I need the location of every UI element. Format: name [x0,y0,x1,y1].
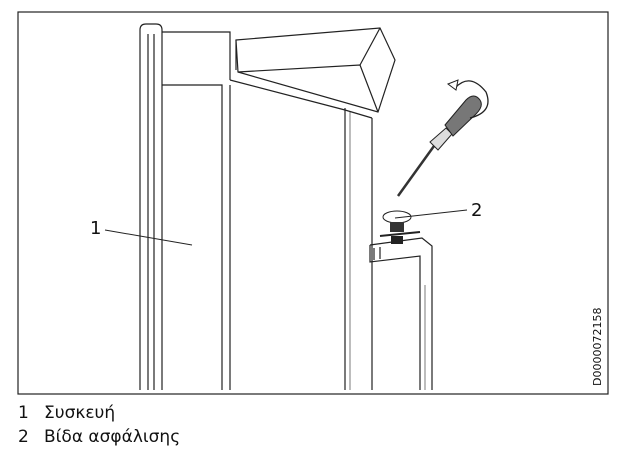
legend-item: 1 Συσκευή [18,403,115,423]
figure-frame [17,11,609,395]
callout-2-leader [394,209,468,219]
legend-label: Βίδα ασφάλισης [44,427,181,447]
appliance-drawing [139,23,433,390]
callout-1-leader [104,229,193,246]
legend-item: 2 Βίδα ασφάλισης [18,427,180,447]
legend-number: 2 [18,427,29,447]
legend-label: Συσκευή [44,403,116,423]
screwdriver-icon [396,79,489,197]
callout-2: 2 [471,200,482,221]
document-id: D0000072158 [591,308,604,386]
callout-1: 1 [90,218,101,239]
locking-screw [379,210,421,244]
legend-number: 1 [18,403,29,423]
